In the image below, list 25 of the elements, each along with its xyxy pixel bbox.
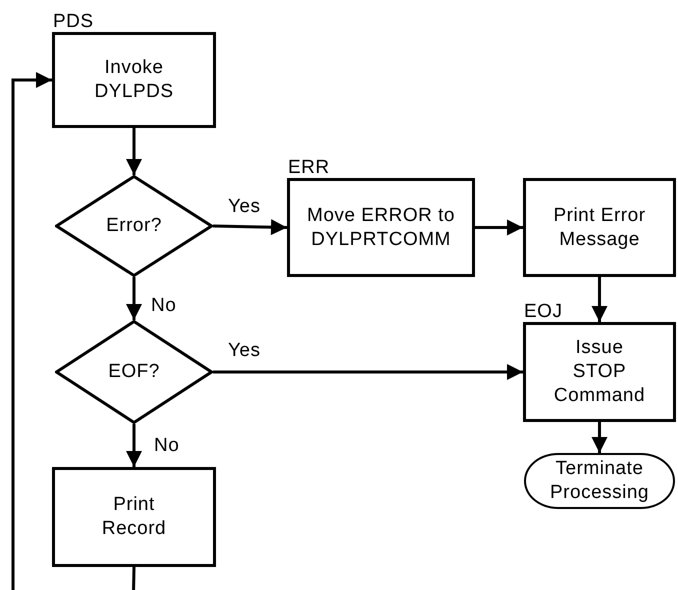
arrow [12, 72, 52, 590]
arrow [213, 364, 523, 380]
step-label: EOJ [524, 302, 562, 322]
decision-diamond [55, 175, 213, 277]
decision-diamond [55, 320, 213, 424]
box-text: Invoke DYLPDS [93, 56, 175, 104]
connector-line [132, 566, 136, 590]
arrow [126, 424, 142, 467]
box-text: Print Error Message [552, 204, 647, 252]
arrow [475, 220, 523, 236]
arrow [126, 128, 142, 175]
arrow [126, 277, 142, 320]
arrow [592, 422, 608, 453]
box-text: Issue STOP Command [552, 336, 646, 408]
arrow [592, 277, 608, 322]
process-box [523, 178, 676, 277]
box-text: Print Record [100, 493, 168, 541]
arrow [212, 219, 288, 236]
box-text: Move ERROR to DYLPRTCOMM [306, 204, 456, 252]
box-text: Terminate Processing [549, 457, 650, 505]
process-box [52, 467, 216, 567]
box-text: EOF? [107, 360, 161, 384]
step-label: PDS [53, 12, 94, 32]
step-label: ERR [288, 158, 330, 178]
box-text: Error? [105, 214, 163, 238]
